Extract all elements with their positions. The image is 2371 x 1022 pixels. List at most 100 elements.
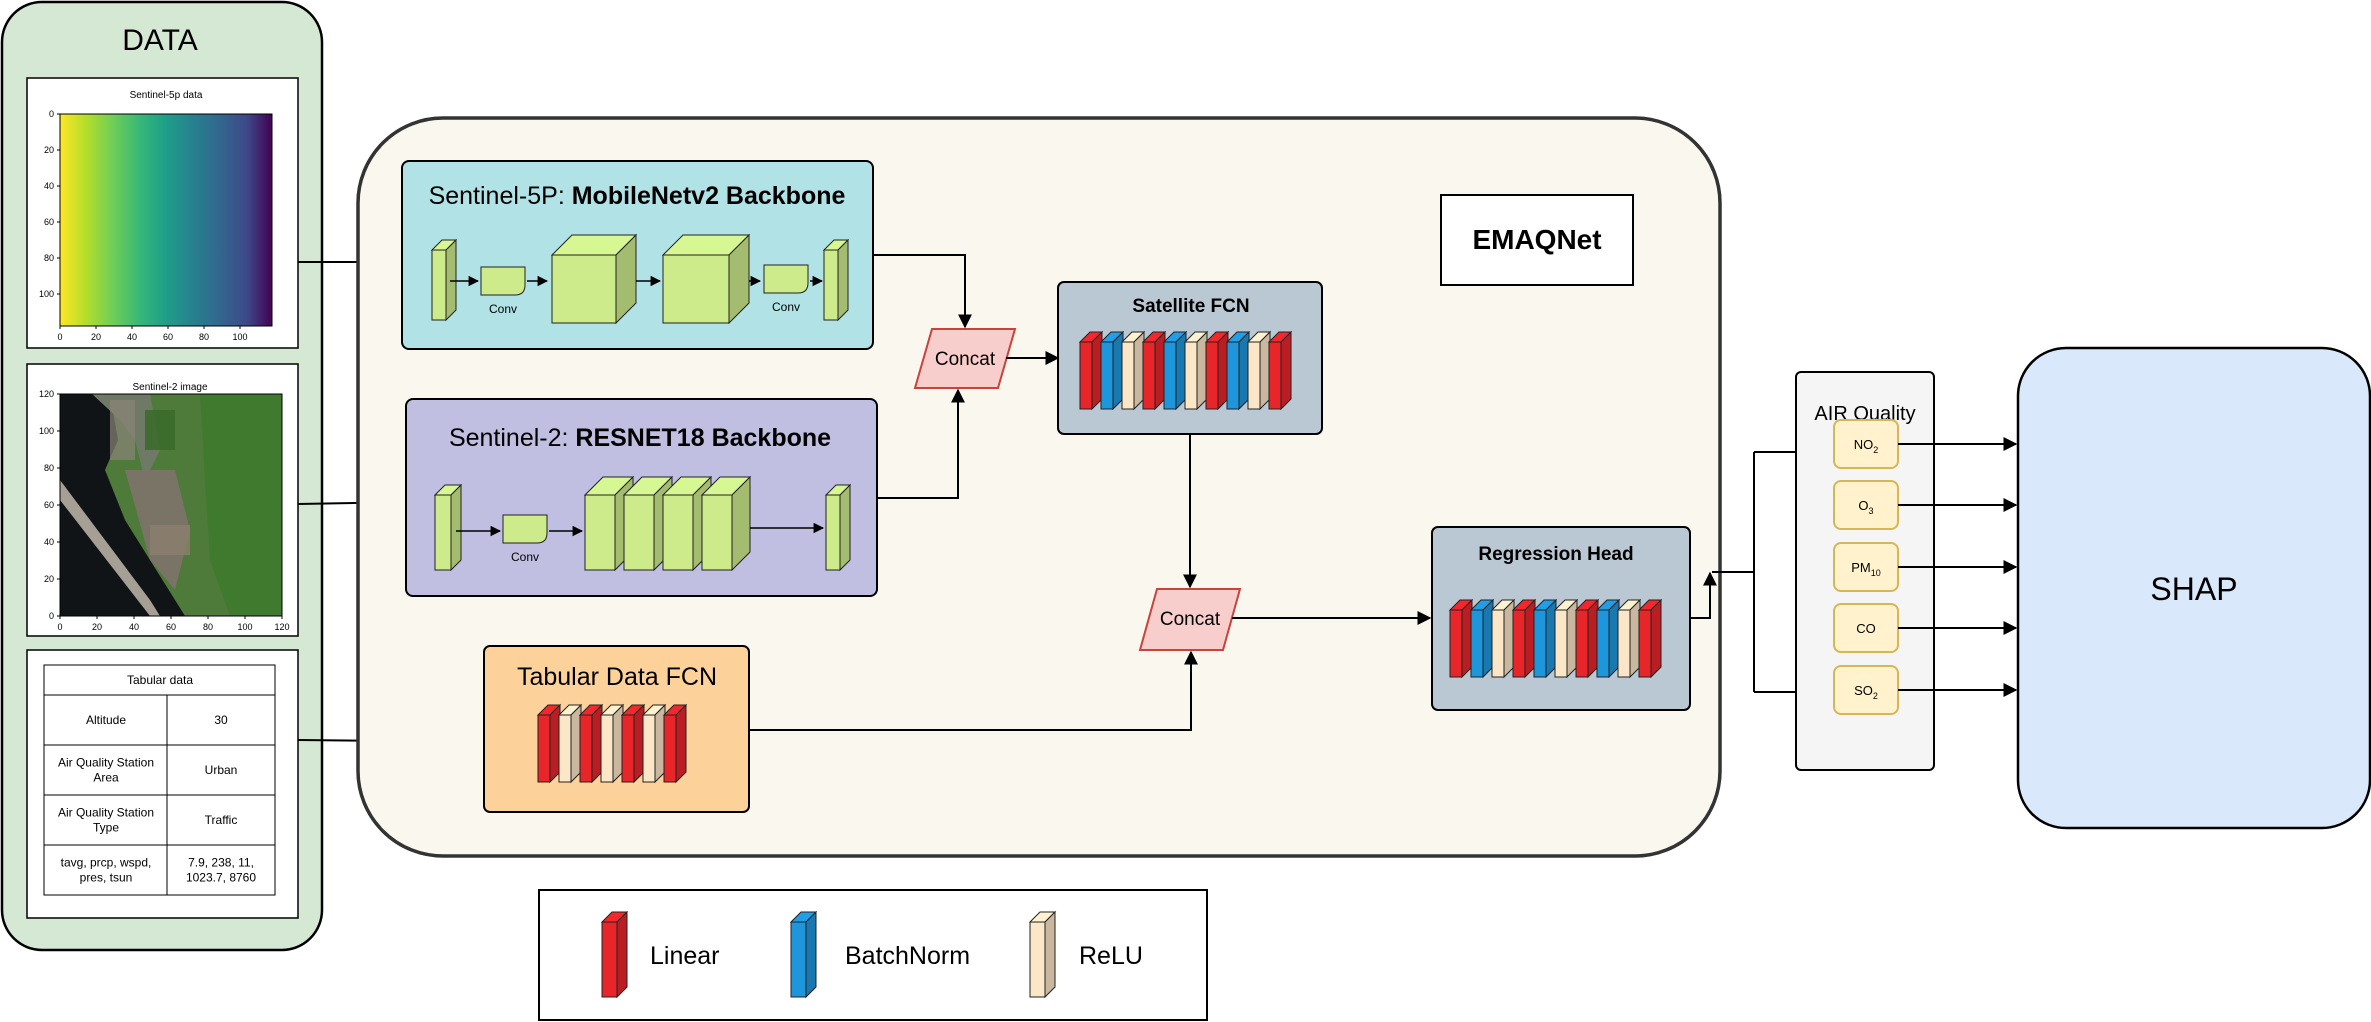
table-cell-key: Altitude — [86, 713, 126, 727]
table-row: Altitude 30 — [43, 694, 276, 746]
tick-label: 100 — [39, 426, 54, 436]
backbone-name: MobileNetv2 Backbone — [572, 182, 846, 210]
legend-swatch — [1028, 910, 1057, 999]
relu-layer — [1490, 598, 1516, 679]
concat-label: Concat — [1160, 609, 1221, 630]
concat-label: Concat — [935, 349, 996, 370]
concat-node-top: Concat — [913, 328, 1017, 389]
conv-block: Conv — [763, 264, 809, 314]
backbone-title: Sentinel-5P: MobileNetv2 Backbone — [429, 182, 846, 210]
output-bracket — [1712, 451, 1798, 693]
legend-swatch — [600, 910, 629, 999]
table-cell-value: 7.9, 238, 11, — [188, 856, 254, 870]
feature-map-block — [430, 238, 458, 322]
relu-layer — [641, 703, 667, 784]
tick-label: 60 — [44, 500, 54, 510]
pollutant-pm10: PM10 — [1833, 542, 2018, 592]
relu-layer — [1183, 330, 1209, 411]
linear-layer — [1204, 330, 1230, 411]
feature-map-block — [824, 483, 852, 572]
arrow-s2-to-concat — [877, 388, 965, 499]
pollutant-label: O3 — [1858, 498, 1873, 516]
backbone-title: Sentinel-2: RESNET18 Backbone — [449, 424, 831, 452]
pollutant-label: SO2 — [1854, 683, 1878, 701]
conv-block: Conv — [502, 514, 548, 564]
pollutant-so2: SO2 — [1833, 665, 2018, 715]
table-cell-key: Air Quality Station — [58, 806, 154, 820]
legend-item-relu: ReLU — [1028, 910, 1143, 999]
feature-map-block — [661, 233, 751, 325]
tick-label: 40 — [129, 622, 139, 632]
feature-map-block — [433, 483, 463, 572]
table-cell-value: 30 — [214, 713, 228, 727]
relu-layer — [1616, 598, 1642, 679]
tick-label: 100 — [232, 332, 247, 342]
tick-label: 0 — [49, 611, 54, 621]
tick-label: 20 — [92, 622, 102, 632]
tick-label: 80 — [44, 253, 54, 263]
feature-map-block — [822, 238, 850, 322]
table-cell-key: Type — [93, 821, 119, 835]
emaqnet-box — [1440, 194, 1634, 286]
linear-layer — [1511, 598, 1537, 679]
satellite-image — [59, 393, 283, 617]
linear-layer — [620, 703, 646, 784]
model-flow-arrows — [749, 254, 1432, 731]
tick-label: 40 — [127, 332, 137, 342]
relu-layer — [1120, 330, 1146, 411]
pollutant-label: CO — [1856, 621, 1876, 636]
conv-label: Conv — [489, 302, 517, 316]
backbone-name: RESNET18 Backbone — [575, 424, 831, 452]
linear-layer — [662, 703, 688, 784]
batchnorm-layer — [1162, 330, 1188, 411]
table-header — [43, 664, 276, 696]
backbone-prefix: Sentinel-2: — [449, 424, 575, 452]
legend-label: BatchNorm — [845, 942, 970, 970]
legend-item-linear: Linear — [600, 910, 720, 999]
tick-label: 0 — [49, 109, 54, 119]
linear-layer — [1078, 330, 1104, 411]
pollutant-no2: NO2 — [1833, 419, 2018, 469]
batchnorm-layer — [1469, 598, 1495, 679]
linear-layer — [1448, 598, 1474, 679]
linear-layer — [1574, 598, 1600, 679]
tick-label: 20 — [44, 145, 54, 155]
relu-layer — [1553, 598, 1579, 679]
head-title: Regression Head — [1478, 544, 1633, 565]
arrow-s5p-to-concat — [873, 254, 972, 329]
data-panel-title: DATA — [122, 24, 198, 57]
tick-label: 100 — [237, 622, 252, 632]
relu-layer — [1246, 330, 1272, 411]
legend-label: ReLU — [1079, 942, 1143, 970]
conv-label: Conv — [772, 300, 800, 314]
pollutant-o3: O3 — [1833, 480, 2018, 530]
tick-label: 80 — [203, 622, 213, 632]
arrow-regression-to-outputs — [1690, 571, 1717, 619]
tick-label: 120 — [274, 622, 289, 632]
batchnorm-layer — [1099, 330, 1125, 411]
table-cell-key: pres, tsun — [80, 871, 133, 885]
legend-item-batchnorm: BatchNorm — [789, 910, 970, 999]
table-title: Tabular data — [127, 673, 193, 687]
linear-layer — [1637, 598, 1663, 679]
tick-label: 40 — [44, 537, 54, 547]
backbone-prefix: Sentinel-5P: — [429, 182, 572, 210]
tick-label: 120 — [39, 389, 54, 399]
plot-title: Sentinel-2 image — [132, 382, 207, 393]
emaqnet-label: EMAQNet — [1472, 224, 1601, 255]
batchnorm-layer — [1532, 598, 1558, 679]
batchnorm-layer — [1225, 330, 1251, 411]
relu-layer — [557, 703, 583, 784]
